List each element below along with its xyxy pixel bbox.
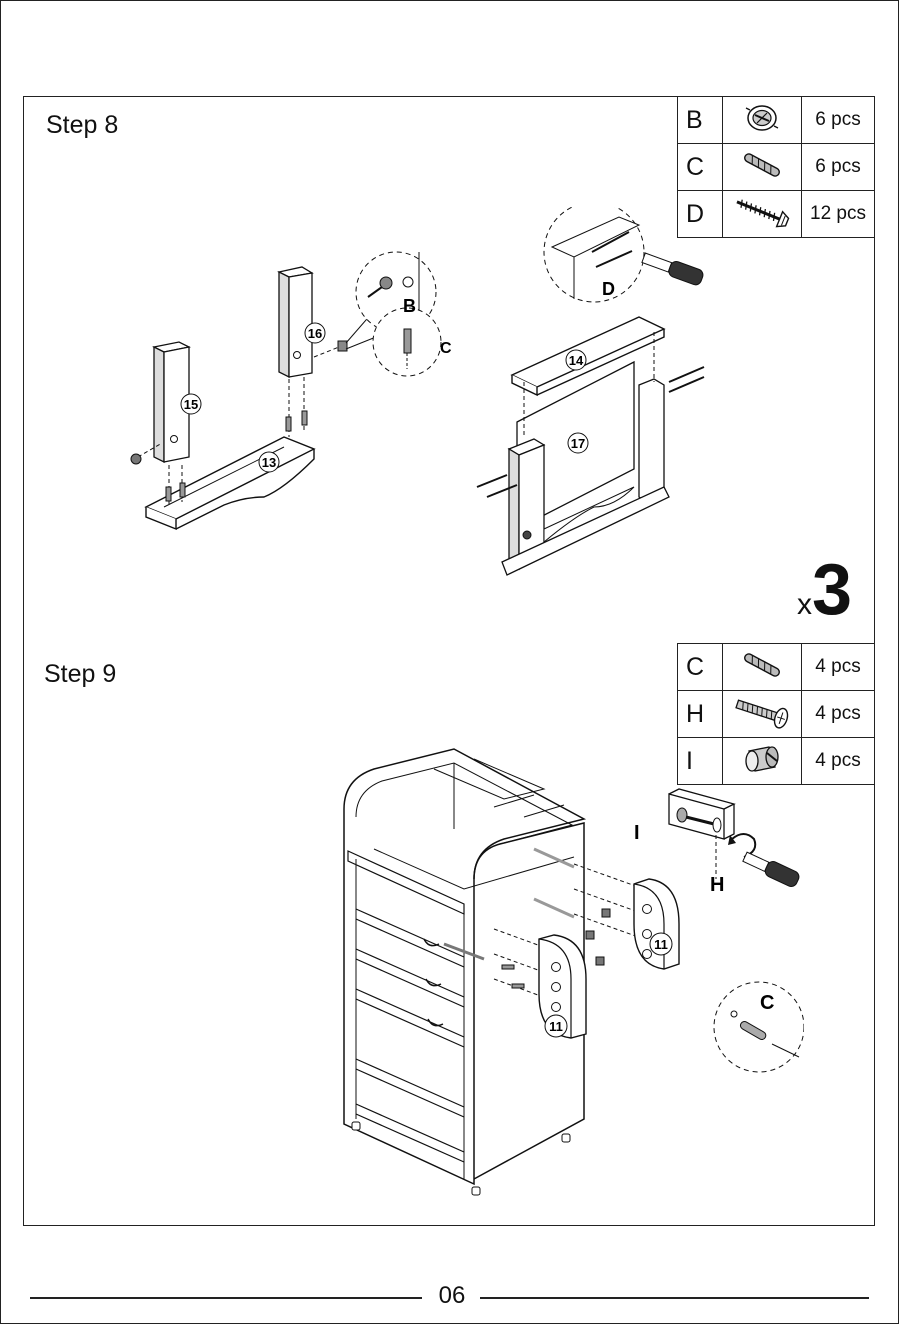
svg-text:16: 16 [308, 326, 322, 341]
part-quantity: 6 pcs [802, 144, 875, 191]
callout-c-letter: C [440, 340, 452, 357]
machine-screw-icon [723, 691, 802, 738]
part-letter: H [678, 691, 723, 738]
wood-screw-icon [723, 191, 802, 238]
parts-row: C 6 pcs [678, 144, 875, 191]
block-11-back [634, 879, 679, 969]
svg-text:11: 11 [654, 937, 668, 952]
part-quantity: 4 pcs [802, 691, 875, 738]
part-letter: B [678, 97, 723, 144]
repeat-multiplier: x3 [797, 549, 852, 631]
callout-d-letter: D [602, 279, 615, 299]
svg-text:17: 17 [571, 436, 585, 451]
svg-text:15: 15 [184, 397, 198, 412]
svg-text:14: 14 [569, 353, 584, 368]
label-14: 14 [566, 350, 586, 370]
wood-dowel-icon [723, 644, 802, 691]
footer-rule-left [30, 1297, 422, 1299]
page-number: 06 [426, 1282, 478, 1310]
page-footer: 06 [0, 1280, 899, 1312]
label-13: 13 [259, 452, 279, 472]
callout-c [373, 308, 441, 376]
step-8-illustration: 13 14 15 16 17 B C D [124, 207, 724, 587]
frame-14-17 [477, 317, 704, 575]
step-8-title: Step 8 [46, 111, 118, 140]
part-letter: C [678, 644, 723, 691]
parts-row: B 6 pcs [678, 97, 875, 144]
label-15: 15 [181, 394, 201, 414]
step-9-panel: Step 9 C 4 pcs H [23, 644, 875, 1226]
multiplier-prefix: x [797, 588, 812, 621]
part-letter: C [678, 144, 723, 191]
svg-text:11: 11 [549, 1019, 563, 1034]
step-9-illustration: 11 11 I H C [334, 739, 804, 1209]
callout-d [544, 207, 705, 302]
callout-c-letter: C [760, 992, 774, 1014]
svg-text:13: 13 [262, 455, 276, 470]
callout-i-letter: I [634, 822, 640, 844]
callout-b-letter: B [403, 296, 416, 316]
panel-15 [131, 342, 189, 507]
part-quantity: 6 pcs [802, 97, 875, 144]
part-quantity: 12 pcs [802, 191, 875, 238]
multiplier-value: 3 [812, 550, 852, 630]
callout-c-step9 [714, 982, 804, 1072]
label-17: 17 [568, 433, 588, 453]
hardware-detail [669, 789, 801, 888]
wood-dowel-icon [723, 144, 802, 191]
callout-h-letter: H [710, 874, 724, 896]
cam-lock-icon [723, 97, 802, 144]
label-11-a: 11 [545, 1015, 567, 1037]
parts-row: C 4 pcs [678, 644, 875, 691]
part-quantity: 4 pcs [802, 644, 875, 691]
footer-rule-right [480, 1297, 869, 1299]
step-9-title: Step 9 [44, 660, 116, 689]
label-11-b: 11 [650, 933, 672, 955]
part-quantity: 4 pcs [802, 738, 875, 785]
label-16: 16 [305, 323, 325, 343]
parts-row: H 4 pcs [678, 691, 875, 738]
step-8-panel: Step 8 B 6 pcs C [23, 96, 875, 646]
